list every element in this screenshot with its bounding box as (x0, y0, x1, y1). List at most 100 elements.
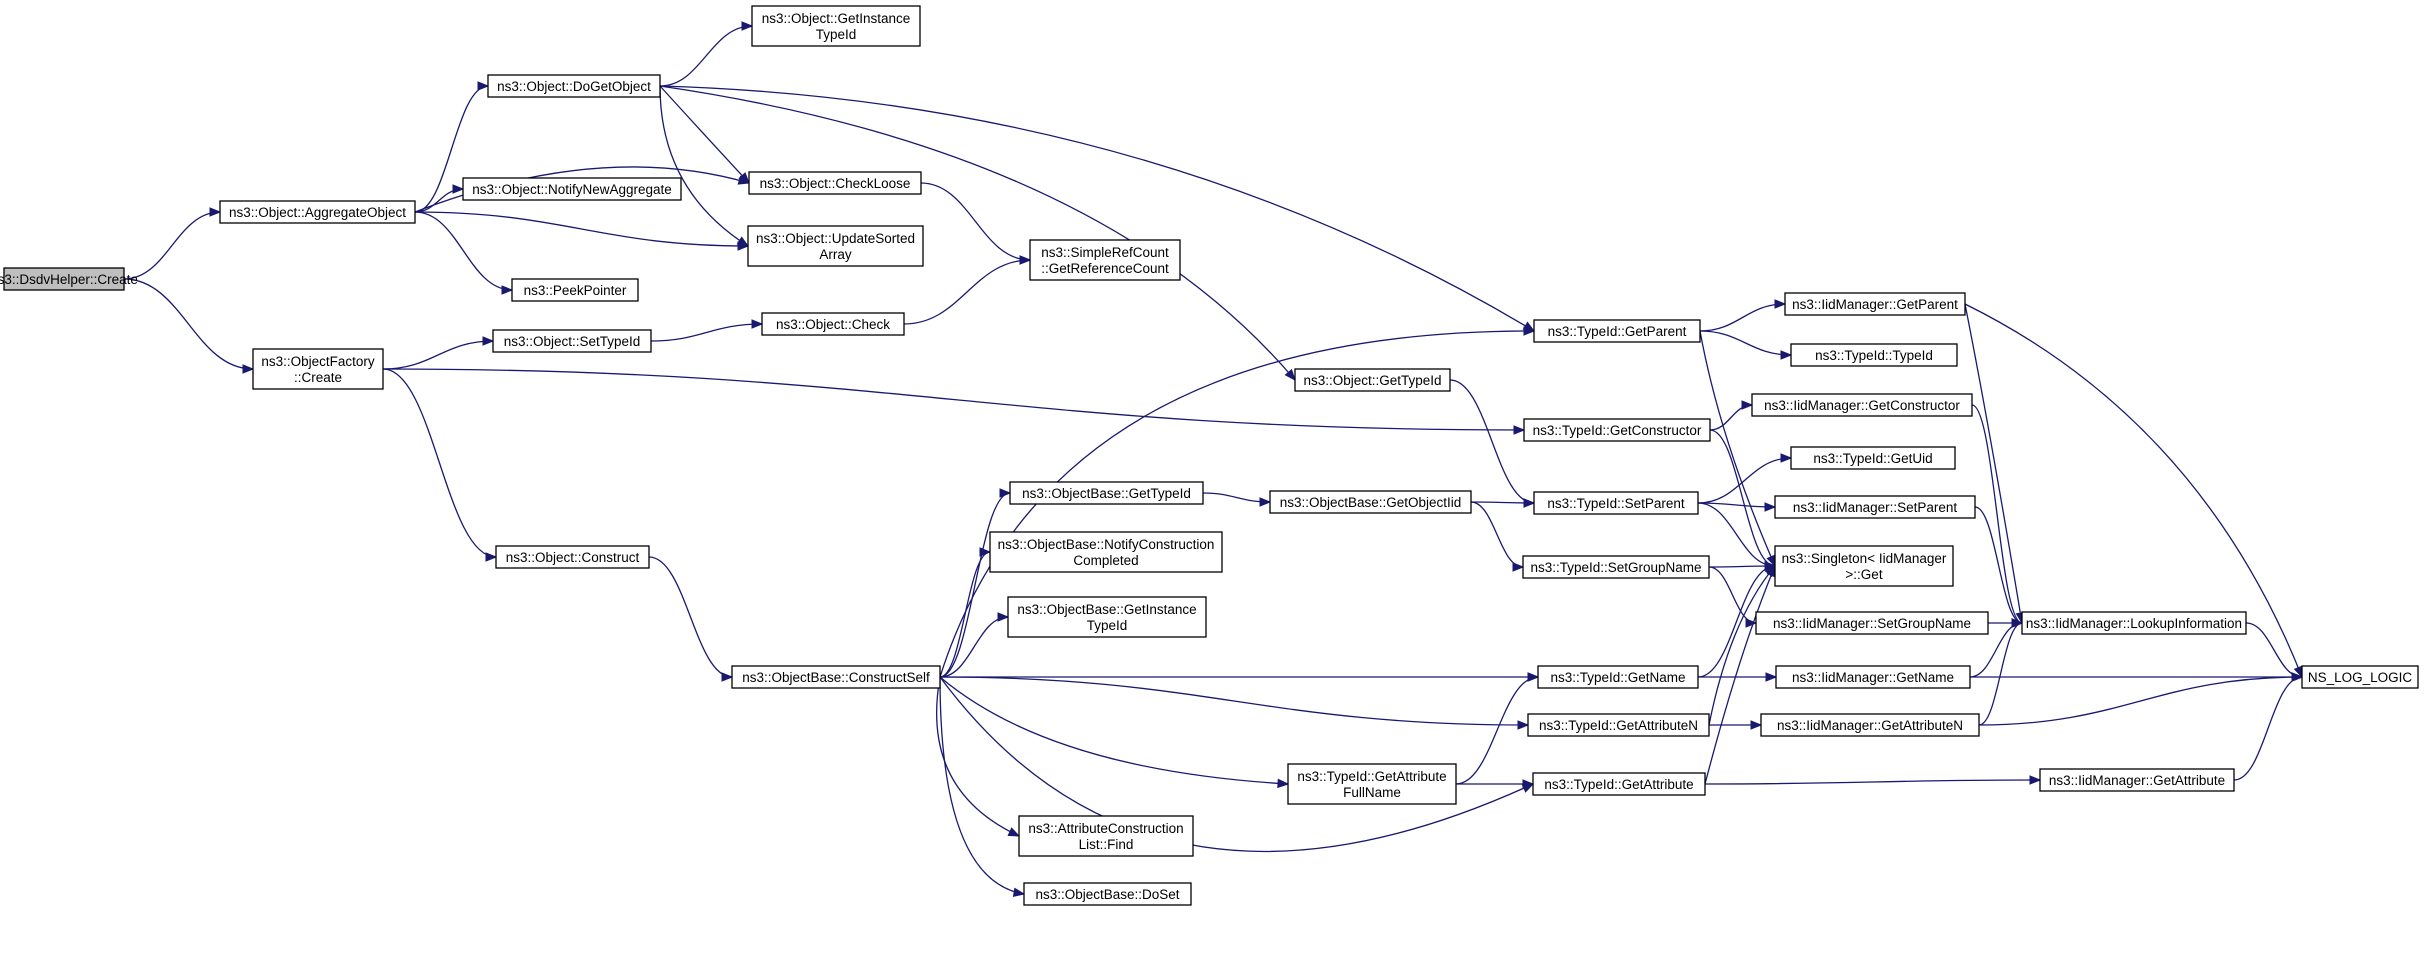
edge-objbase-constructself-to-typeid-getparent (939, 326, 1536, 678)
node-obj-aggregate[interactable]: ns3::Object::AggregateObject (219, 200, 416, 224)
edge-arrowhead (738, 172, 750, 184)
node-objbase-getobjectiid[interactable]: ns3::ObjectBase::GetObjectIid (1269, 490, 1472, 514)
edges-layer (123, 21, 2304, 897)
edge-arrowhead (1517, 720, 1530, 730)
node-simplerefcount[interactable]: ns3::SimpleRefCount::GetReferenceCount (1029, 239, 1181, 281)
edge-objbase-gettypeid-to-objbase-getobjectiid (1202, 492, 1272, 507)
edge-line (939, 551, 991, 678)
node-objbase-notifyconstruction[interactable]: ns3::ObjectBase::NotifyConstructionCompl… (989, 531, 1223, 573)
node-objbase-gettypeid[interactable]: ns3::ObjectBase::GetTypeId (1009, 481, 1204, 505)
edge-line (1964, 303, 2303, 678)
edge-arrowhead (485, 552, 498, 562)
edge-line (659, 85, 750, 184)
node-label: ns3::Object::Construct (506, 550, 640, 565)
node-label: ns3::ObjectBase::DoSet (1035, 887, 1179, 902)
edge-line (939, 676, 1529, 726)
edge-objbase-constructself-to-typeid-getattributen (939, 676, 1530, 730)
node-box (761, 312, 905, 336)
edge-line (414, 85, 489, 213)
edge-objbase-constructself-to-attrconstruction-find (936, 676, 1021, 837)
edge-typeid-setparent-to-typeid-getuid (1697, 453, 1793, 504)
node-box (748, 171, 922, 195)
node-typeid-getname[interactable]: ns3::TypeId::GetName (1537, 665, 1699, 689)
node-obj-checkloose[interactable]: ns3::Object::CheckLoose (748, 171, 922, 195)
node-box (1007, 596, 1207, 638)
node-label: ns3::TypeId::TypeId (1815, 348, 1933, 363)
edge-arrowhead (501, 285, 514, 295)
edge-typeid-getname-to-iid-getname (1698, 672, 1778, 682)
edge-arrowhead (1774, 299, 1787, 309)
node-obj-gettypeid[interactable]: ns3::Object::GetTypeId (1294, 368, 1451, 392)
node-obj-construct[interactable]: ns3::Object::Construct (495, 545, 650, 569)
edge-obj-dogetobject-to-obj-getinstancetypeid (659, 21, 754, 87)
edge-obj-dogetobject-to-obj-updatesorted (659, 85, 750, 247)
edge-arrowhead (1764, 561, 1777, 571)
node-box (1751, 393, 1973, 417)
edge-line (382, 368, 497, 558)
node-peekpointer[interactable]: ns3::PeekPointer (511, 278, 639, 302)
edge-iid-getname-to-ns-log-logic (1970, 672, 2304, 682)
edge-line (1699, 330, 1792, 356)
node-dsdv-create[interactable]: ns3::DsdvHelper::Create (0, 267, 138, 291)
edge-line (123, 211, 221, 280)
node-iid-getconstructor[interactable]: ns3::IidManager::GetConstructor (1751, 393, 1973, 417)
node-box (751, 5, 921, 47)
node-label: List::Find (1079, 837, 1134, 852)
node-box (1523, 418, 1711, 442)
node-typeid-getconstructor[interactable]: ns3::TypeId::GetConstructor (1523, 418, 1711, 442)
node-typeid-getattributen[interactable]: ns3::TypeId::GetAttributeN (1527, 713, 1710, 737)
node-label: Completed (1073, 553, 1138, 568)
node-box (1760, 713, 1980, 737)
edge-arrowhead (209, 207, 222, 217)
node-singleton-get[interactable]: ns3::Singleton< IidManager >::Get (1774, 545, 1954, 587)
node-obj-settypeid[interactable]: ns3::Object::SetTypeId (492, 329, 652, 353)
node-ns-log-logic[interactable]: NS_LOG_LOGIC (2301, 665, 2419, 689)
node-iid-lookupinformation[interactable]: ns3::IidManager::LookupInformation (2021, 611, 2247, 635)
node-objfactory-create[interactable]: ns3::ObjectFactory::Create (252, 348, 384, 390)
edge-line (939, 330, 1535, 678)
node-typeid-getuid[interactable]: ns3::TypeId::GetUid (1790, 446, 1956, 470)
node-box (1755, 611, 1989, 635)
node-obj-dogetobject[interactable]: ns3::Object::DoGetObject (487, 74, 661, 98)
edge-obj-aggregate-to-obj-updatesorted (414, 211, 750, 251)
node-iid-setparent[interactable]: ns3::IidManager::SetParent (1774, 495, 1976, 519)
node-typeid-getparent[interactable]: ns3::TypeId::GetParent (1533, 319, 1701, 343)
node-obj-notifynewagg[interactable]: ns3::Object::NotifyNewAggregate (462, 177, 682, 201)
node-box (1774, 495, 1976, 519)
node-iid-getattribute[interactable]: ns3::IidManager::GetAttribute (2039, 768, 2235, 792)
node-obj-check[interactable]: ns3::Object::Check (761, 312, 905, 336)
node-label: ns3::IidManager::SetParent (1793, 500, 1958, 515)
edge-arrowhead (1750, 720, 1763, 730)
node-typeid-setgroupname[interactable]: ns3::TypeId::SetGroupName (1522, 555, 1710, 579)
node-label: ns3::TypeId::GetConstructor (1533, 423, 1702, 438)
node-objbase-constructself[interactable]: ns3::ObjectBase::ConstructSelf (731, 665, 941, 689)
edge-objfactory-create-to-obj-settypeid (382, 336, 495, 370)
edge-obj-check-to-simplerefcount (903, 255, 1032, 325)
node-iid-setgroupname[interactable]: ns3::IidManager::SetGroupName (1755, 611, 1989, 635)
node-box (1018, 815, 1194, 857)
edge-typeid-setgroupname-to-iid-setgroupname (1708, 566, 1758, 628)
node-label: ns3::ObjectBase::NotifyConstruction (998, 537, 1215, 552)
edge-obj-checkloose-to-simplerefcount (920, 182, 1032, 265)
node-label: ns3::ObjectBase::GetObjectIid (1280, 495, 1462, 510)
edge-line (1708, 565, 1776, 726)
node-box (731, 665, 941, 689)
node-iid-getattributen[interactable]: ns3::IidManager::GetAttributeN (1760, 713, 1980, 737)
node-label: ns3::TypeId::GetName (1550, 670, 1685, 685)
node-iid-getparent[interactable]: ns3::IidManager::GetParent (1784, 292, 1966, 316)
node-iid-getname[interactable]: ns3::IidManager::GetName (1775, 665, 1971, 689)
node-typeid-setparent[interactable]: ns3::TypeId::SetParent (1533, 491, 1699, 515)
node-typeid-typeid[interactable]: ns3::TypeId::TypeId (1790, 343, 1958, 367)
node-label: ns3::TypeId::GetUid (1813, 451, 1932, 466)
node-typeid-getattribute[interactable]: ns3::TypeId::GetAttribute (1532, 772, 1706, 796)
node-objbase-doset[interactable]: ns3::ObjectBase::DoSet (1023, 882, 1192, 906)
node-box (1790, 446, 1956, 470)
edge-line (1964, 303, 2023, 624)
edge-typeid-getattributefullname-to-typeid-getname (1455, 672, 1540, 785)
node-box (2021, 611, 2247, 635)
